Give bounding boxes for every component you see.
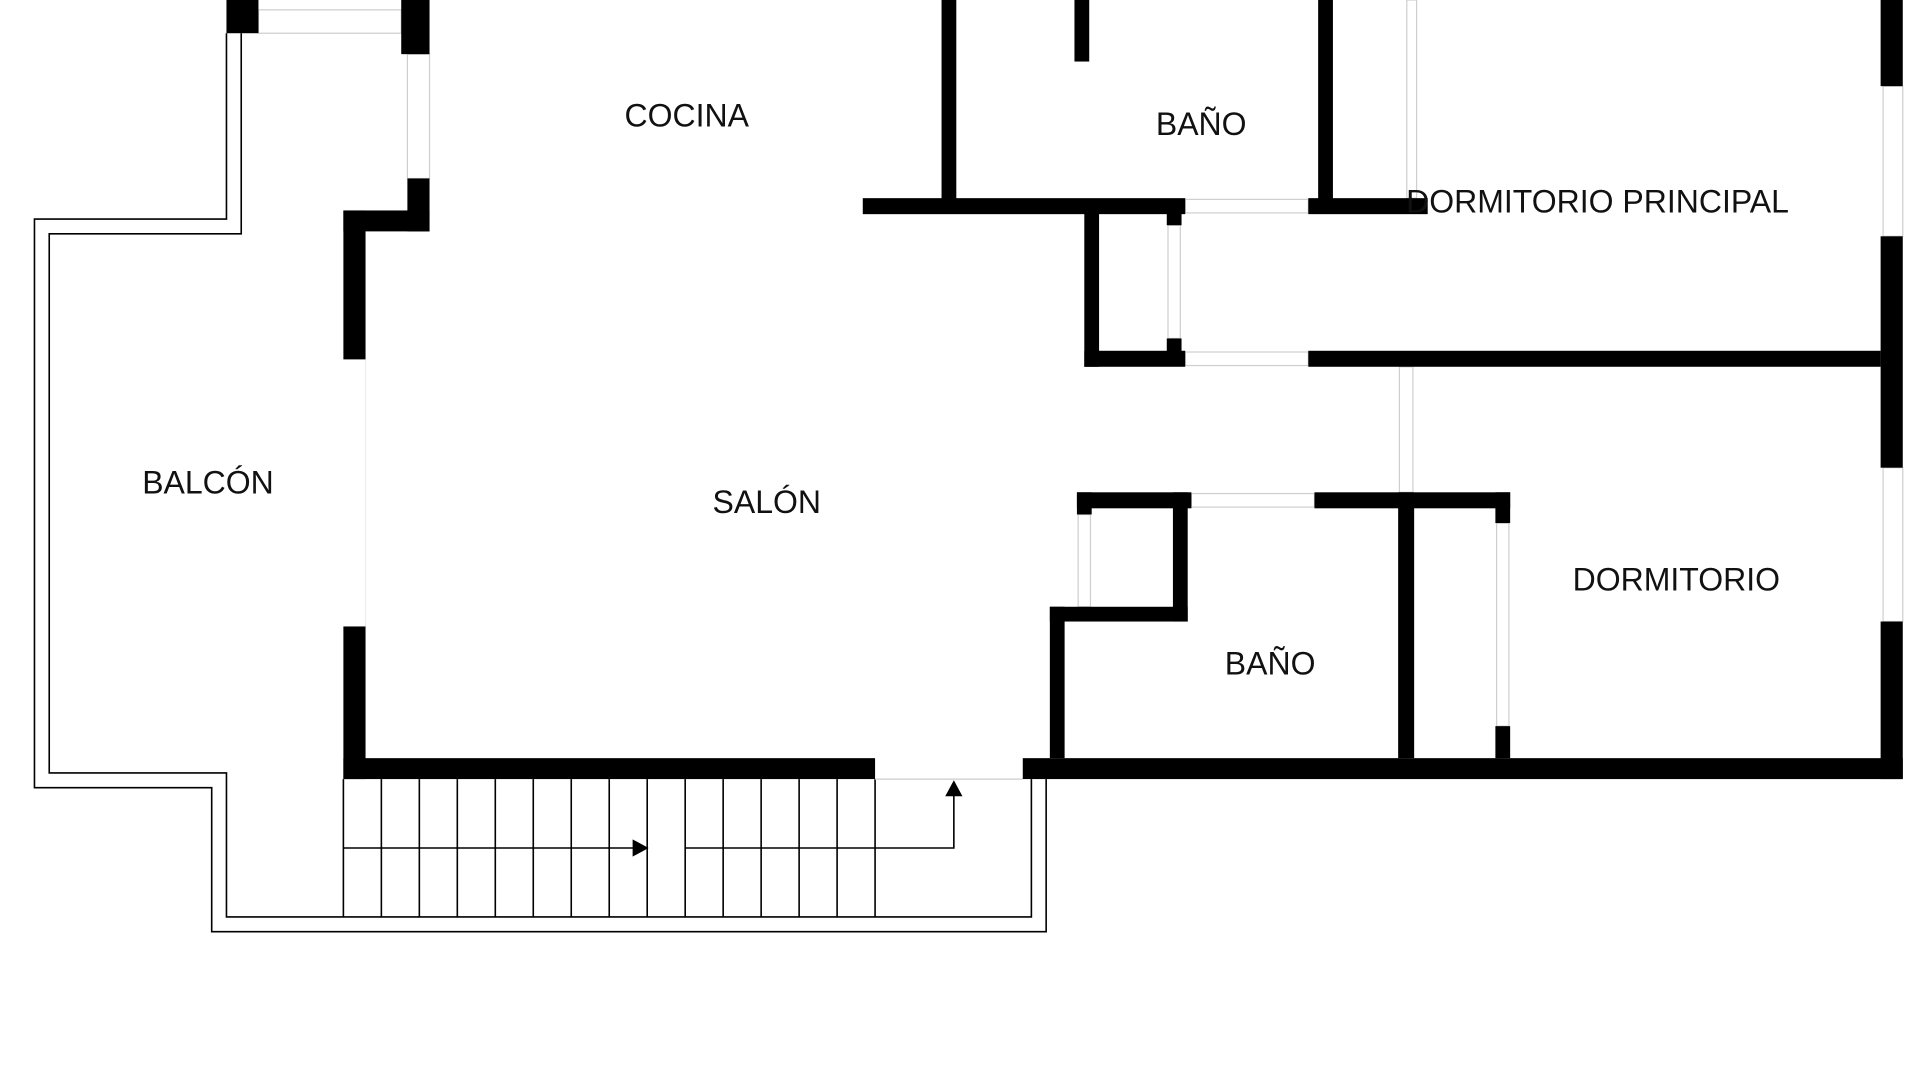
- room-label-salon: SALÓN: [713, 484, 821, 520]
- windows: [257, 0, 1904, 780]
- room-label-bano-top: BAÑO: [1156, 106, 1247, 142]
- walls: [226, 0, 1903, 780]
- room-label-balcon: BALCÓN: [142, 464, 274, 500]
- balcony-railing: [33, 33, 1047, 933]
- stair-direction-arrow: [343, 780, 963, 857]
- room-label-cocina: COCINA: [625, 98, 750, 134]
- room-label-bano-bottom: BAÑO: [1225, 645, 1316, 681]
- room-label-dormitorio-principal: DORMITORIO PRINCIPAL: [1406, 184, 1789, 220]
- room-label-dormitorio: DORMITORIO: [1573, 562, 1780, 598]
